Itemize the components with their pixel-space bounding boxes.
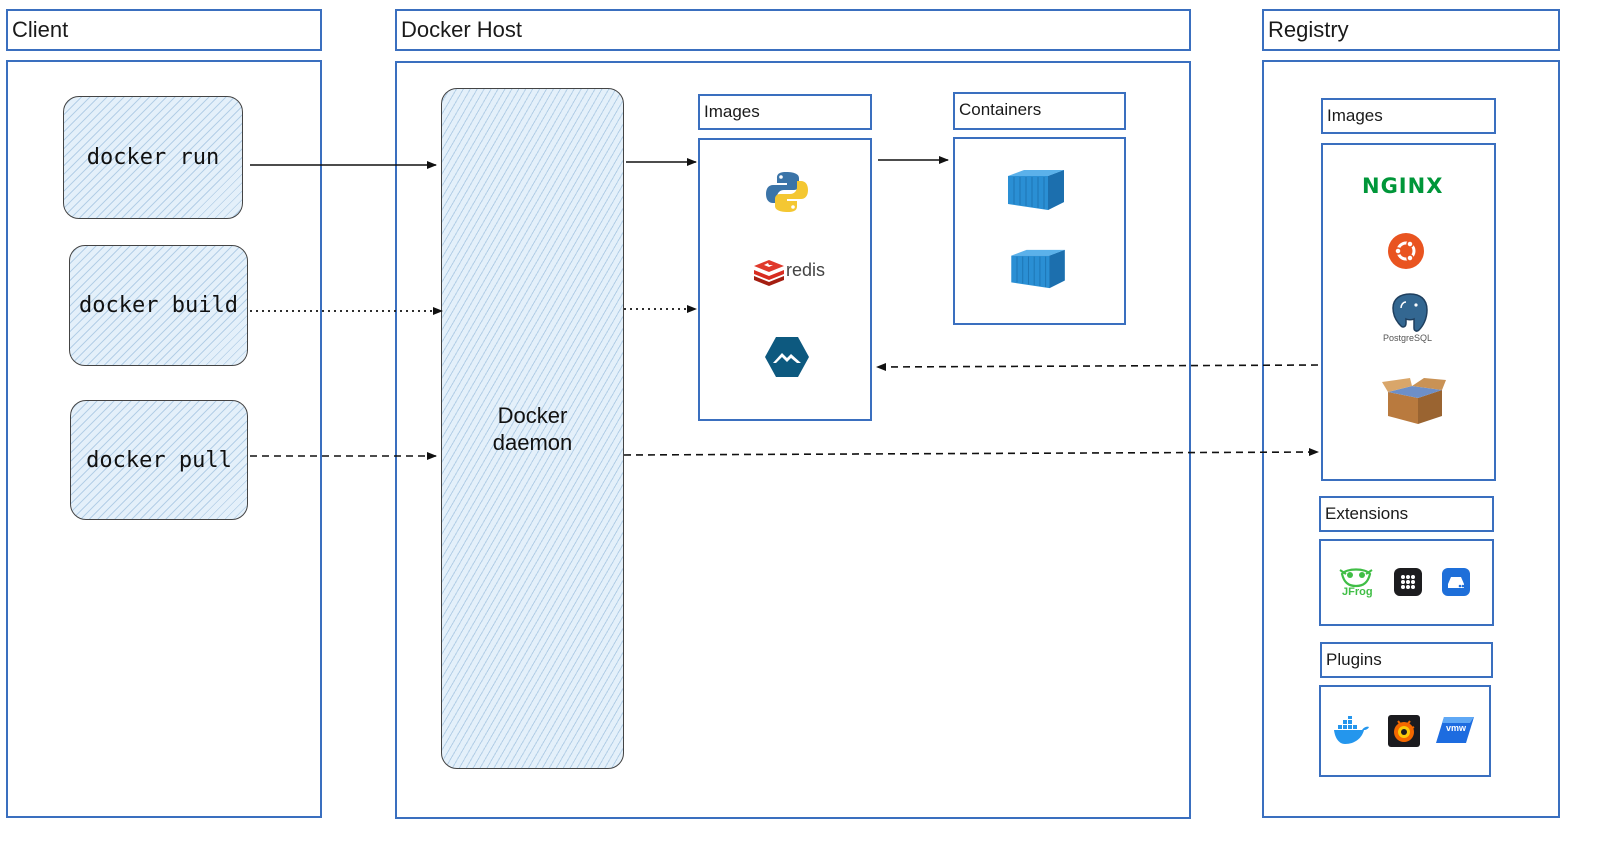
grafana-logo-icon <box>1388 715 1420 747</box>
shipping-container-icon <box>1006 168 1066 212</box>
python-logo-icon <box>765 170 809 214</box>
jfrog-wordmark: JFrog <box>1342 586 1373 598</box>
registry-header: Registry <box>1262 9 1560 51</box>
docker-run-box: docker run <box>63 96 243 219</box>
extensions-header: Extensions <box>1319 496 1494 532</box>
redis-wordmark: redis <box>786 260 826 280</box>
docker-daemon-box: Docker daemon <box>441 88 624 769</box>
host-images-header: Images <box>698 94 872 130</box>
registry-images-title: Images <box>1327 106 1383 125</box>
vmware-logo-icon: vmw <box>1436 713 1474 747</box>
containers-header: Containers <box>953 92 1126 130</box>
docker-whale-icon <box>1332 715 1370 746</box>
cardboard-box-icon <box>1380 376 1448 426</box>
shipping-container-icon <box>1009 248 1067 290</box>
registry-title: Registry <box>1268 17 1349 42</box>
plugins-title: Plugins <box>1326 650 1382 669</box>
grid-app-icon <box>1394 568 1422 596</box>
alpine-logo-icon <box>764 336 810 378</box>
redis-logo-icon: redis <box>752 258 832 288</box>
docker-build-box: docker build <box>69 245 248 366</box>
nginx-wordmark: NGINX <box>1362 174 1444 198</box>
containers-title: Containers <box>959 100 1042 119</box>
docker-run-label: docker run <box>86 145 220 170</box>
docker-build-label: docker build <box>79 293 238 318</box>
postgresql-wordmark: PostgreSQL <box>1383 333 1433 343</box>
vmware-wordmark: vmw <box>1446 723 1467 733</box>
storage-drive-icon <box>1442 568 1470 596</box>
client-header: Client <box>6 9 322 51</box>
docker-daemon-label: Docker daemon <box>492 402 573 455</box>
jfrog-logo-icon: JFrog <box>1338 566 1374 602</box>
plugins-header: Plugins <box>1320 642 1493 678</box>
docker-host-title: Docker Host <box>401 17 523 42</box>
docker-pull-box: docker pull <box>70 400 248 520</box>
client-title: Client <box>12 17 69 42</box>
registry-images-header: Images <box>1321 98 1496 134</box>
ubuntu-logo-icon <box>1387 232 1425 270</box>
postgresql-logo-icon: PostgreSQL <box>1380 292 1444 346</box>
extensions-title: Extensions <box>1325 504 1409 523</box>
docker-pull-label: docker pull <box>86 447 232 473</box>
host-images-title: Images <box>704 102 760 121</box>
nginx-logo-icon: NGINX <box>1362 174 1452 204</box>
containers-panel <box>953 137 1126 325</box>
docker-host-header: Docker Host <box>395 9 1191 51</box>
